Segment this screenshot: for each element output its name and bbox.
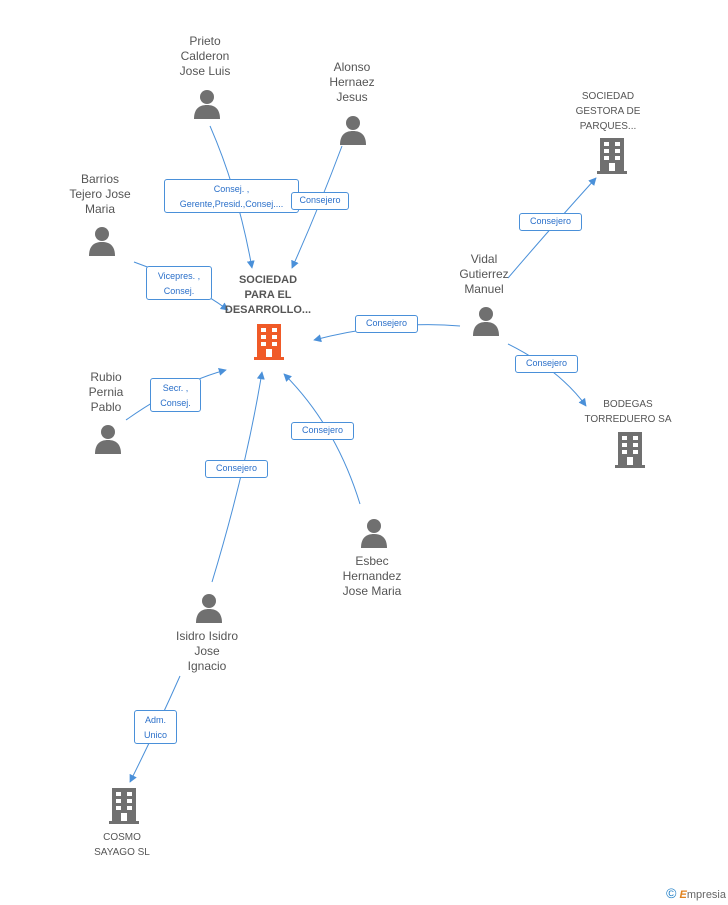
building-icon[interactable] — [597, 138, 627, 174]
person-icon[interactable] — [196, 594, 222, 623]
building-icon[interactable] — [109, 788, 139, 824]
company-name-cosmo[interactable]: COSMO SAYAGO SL — [94, 832, 150, 858]
building-icon[interactable] — [615, 432, 645, 468]
edge-label-alonso[interactable]: Consejero — [291, 192, 349, 210]
edge-label-vidal-bodegas[interactable]: Consejero — [515, 355, 578, 373]
center-company-name[interactable]: SOCIEDAD PARA EL DESARROLLO... — [224, 274, 312, 316]
brand-name-rest: mpresia — [686, 889, 726, 901]
building-icon[interactable] — [254, 324, 284, 360]
edge-label-vidal-center[interactable]: Consejero — [355, 315, 418, 333]
copyright-icon: © — [666, 885, 677, 901]
person-icon[interactable] — [95, 425, 121, 454]
edge-label-isidro[interactable]: Consejero — [205, 460, 268, 478]
person-icon[interactable] — [473, 307, 499, 336]
person-name-rubio[interactable]: Rubio Pernia Pablo — [88, 370, 124, 414]
brand-logo: © Empresia — [666, 885, 726, 901]
person-icon[interactable] — [194, 90, 220, 119]
person-icon[interactable] — [361, 519, 387, 548]
person-name-isidro[interactable]: Isidro Isidro Jose Ignacio — [175, 629, 239, 673]
brand-initial: E — [679, 889, 687, 901]
person-icon[interactable] — [89, 227, 115, 256]
company-name-gestora[interactable]: SOCIEDAD GESTORA DE PARQUES... — [575, 91, 641, 132]
edge-label-isidro-cosmo[interactable]: Adm. Unico — [134, 710, 177, 744]
company-name-bodegas[interactable]: BODEGAS TORREDUERO SA — [584, 399, 672, 425]
edge-label-esbec[interactable]: Consejero — [291, 422, 354, 440]
edge-label-prieto[interactable]: Consej. , Gerente,Presid.,Consej.... — [164, 179, 299, 213]
person-name-vidal[interactable]: Vidal Gutierrez Manuel — [459, 252, 509, 296]
edge-label-vidal-gestora[interactable]: Consejero — [519, 213, 582, 231]
person-name-esbec[interactable]: Esbec Hernandez Jose Maria — [342, 554, 402, 598]
person-name-prieto[interactable]: Prieto Calderon Jose Luis — [179, 34, 231, 78]
person-name-barrios[interactable]: Barrios Tejero Jose Maria — [69, 172, 131, 216]
person-name-alonso[interactable]: Alonso Hernaez Jesus — [329, 60, 375, 104]
person-icon[interactable] — [340, 116, 366, 145]
edge-label-barrios[interactable]: Vicepres. , Consej. — [146, 266, 212, 300]
edge-label-rubio[interactable]: Secr. , Consej. — [150, 378, 201, 412]
